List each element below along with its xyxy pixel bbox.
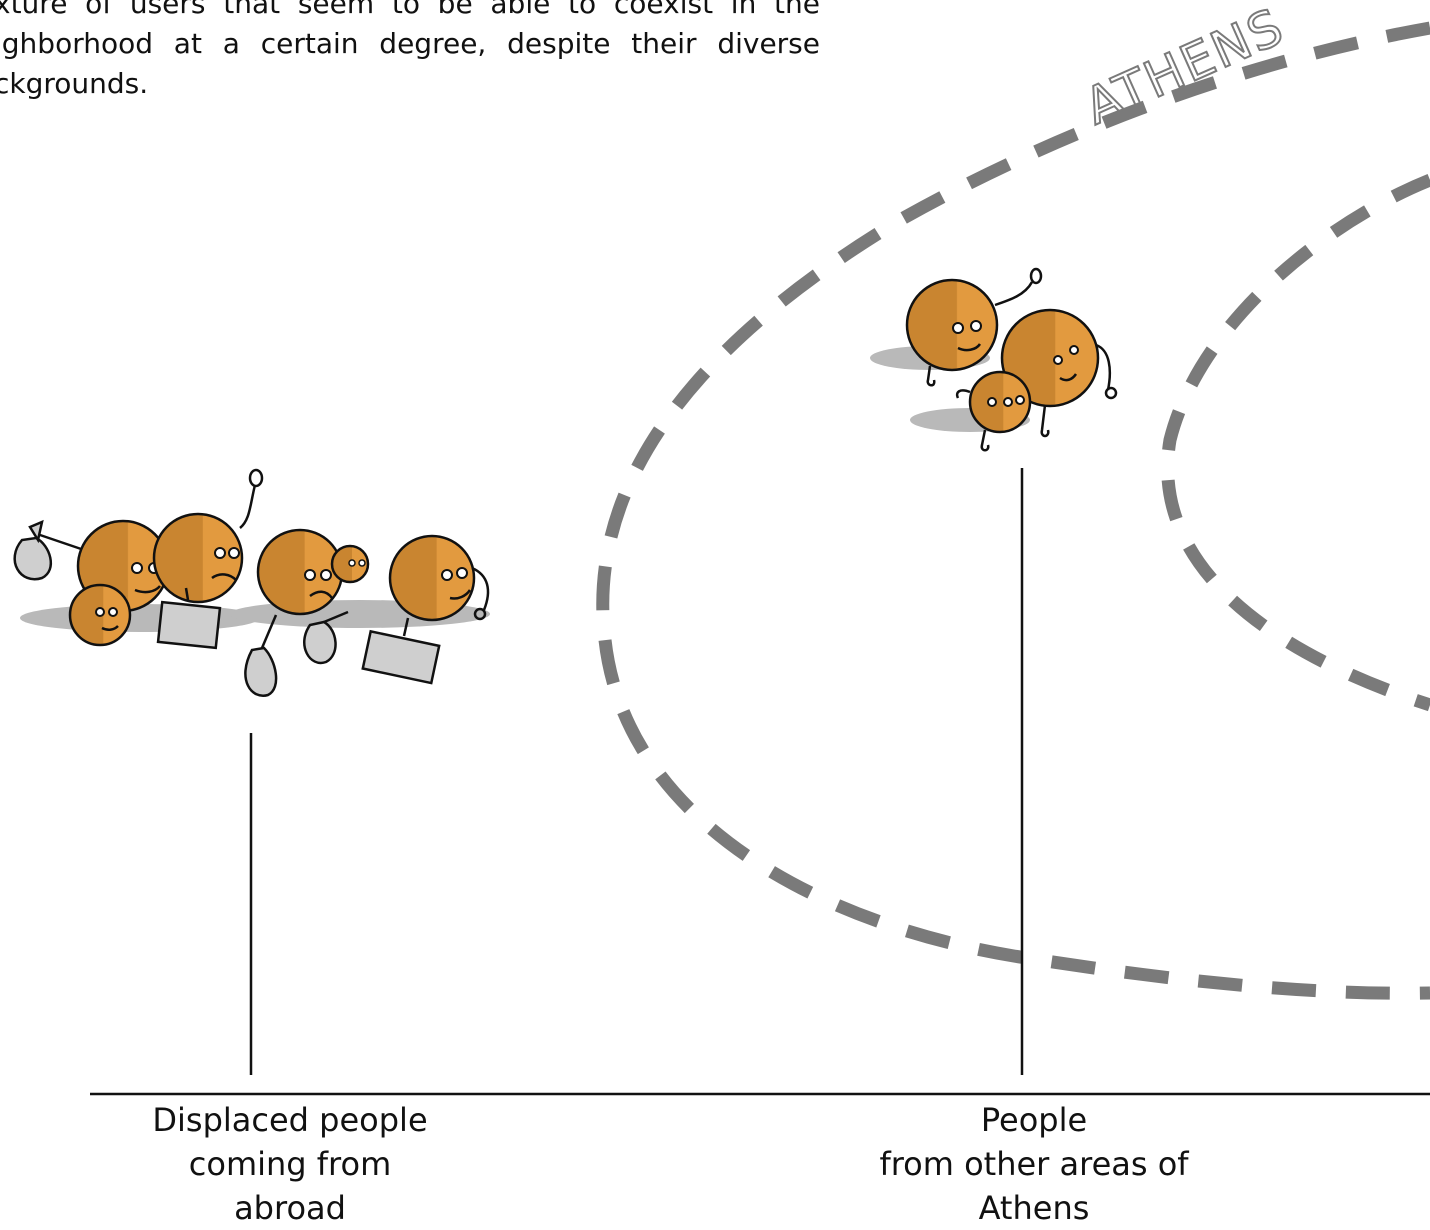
caption-left-line-1: Displaced people bbox=[152, 1101, 428, 1139]
inner-boundary bbox=[1161, 173, 1430, 712]
caption-middle-line-2: from other areas of bbox=[879, 1145, 1189, 1183]
athens-people-illustration bbox=[870, 267, 1118, 452]
caption-left-line-3: abroad bbox=[234, 1189, 346, 1227]
caption-athens-people: People from other areas of Athens bbox=[834, 1098, 1234, 1230]
caption-middle-line-3: Athens bbox=[978, 1189, 1090, 1227]
intro-paragraph: xture of users that seem to be able to c… bbox=[0, 0, 820, 100]
caption-middle-line-1: People bbox=[980, 1101, 1088, 1139]
displaced-people-illustration bbox=[13, 468, 490, 697]
caption-displaced-people: Displaced people coming from abroad bbox=[90, 1098, 490, 1230]
athens-boundary-outer bbox=[596, 21, 1430, 1000]
caption-left-line-2: coming from bbox=[188, 1145, 392, 1183]
